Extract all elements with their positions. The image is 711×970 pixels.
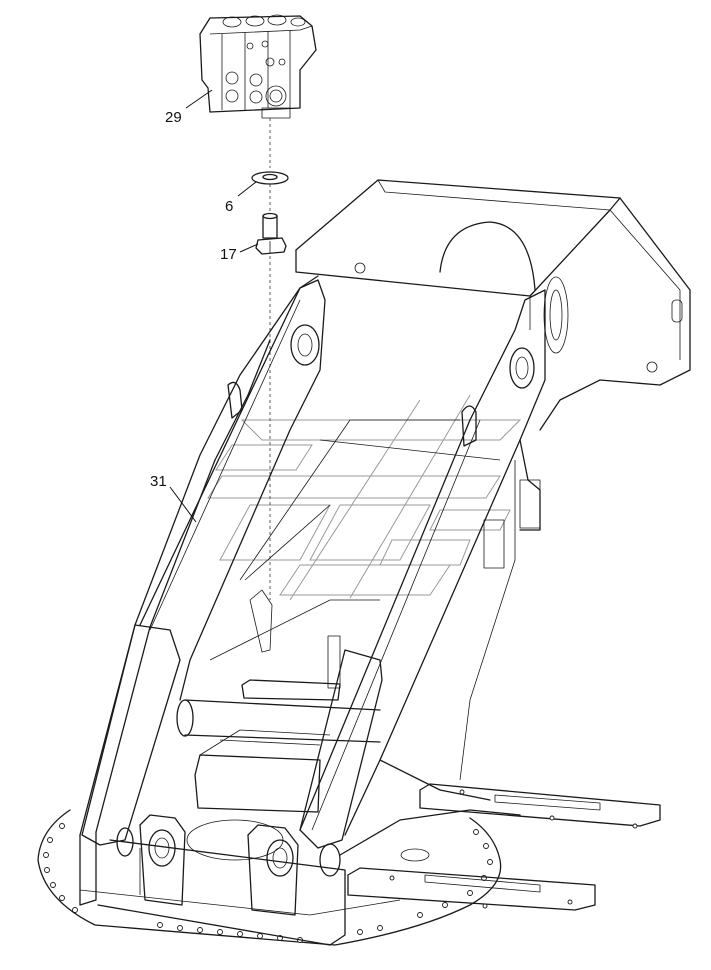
control-valve-part (199, 14, 317, 119)
front-clevis-right (247, 824, 299, 916)
watermark-logo (207, 394, 522, 601)
callout-6: 6 (225, 181, 257, 215)
washer-part (251, 171, 289, 185)
support-beam-lower (347, 867, 596, 911)
front-clevis-left (139, 814, 186, 906)
callout-29: 29 (165, 89, 213, 126)
callout-label: 17 (220, 246, 237, 263)
callout-label: 6 (225, 198, 233, 215)
bolt-part (255, 212, 287, 255)
turntable-bolt-holes (43, 823, 493, 943)
support-beam-upper (419, 783, 661, 829)
callout-31: 31 (150, 473, 197, 523)
loader-frame-part (37, 179, 691, 946)
callout-label: 31 (150, 473, 167, 490)
callout-label: 29 (165, 109, 182, 126)
callout-17: 17 (220, 243, 259, 263)
